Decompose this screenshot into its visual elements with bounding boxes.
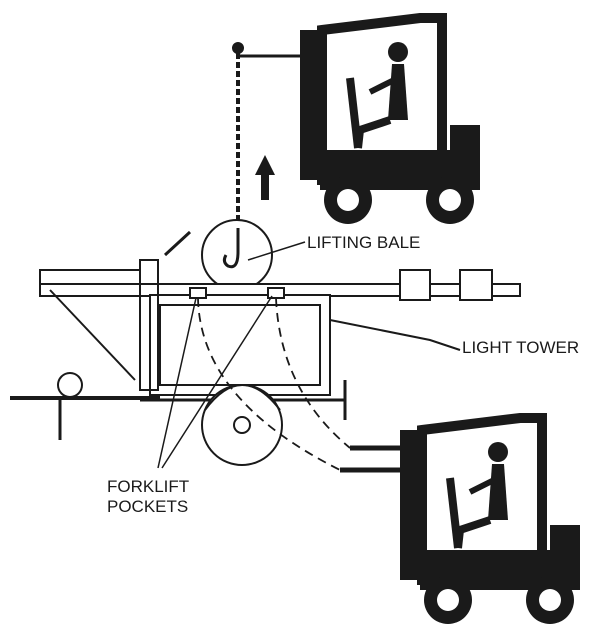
lifting-chain [232, 42, 244, 225]
light-tower-label: LIGHT TOWER [462, 338, 580, 357]
forklift-pockets-leaders [157, 295, 273, 469]
forklift-bottom-icon [340, 418, 580, 624]
forklift-pockets-label: FORKLIFT POCKETS [107, 477, 189, 517]
forklift-pockets-label-line2: POCKETS [107, 497, 189, 516]
forklift-pockets-label-line1: FORKLIFT [107, 477, 190, 496]
forklift-fork-paths [197, 297, 351, 471]
forklift-top-icon [238, 18, 480, 224]
arrow-up-icon [255, 155, 275, 200]
crane-hook-icon [201, 219, 306, 291]
lifting-bale-label: LIFTING BALE [307, 233, 421, 252]
